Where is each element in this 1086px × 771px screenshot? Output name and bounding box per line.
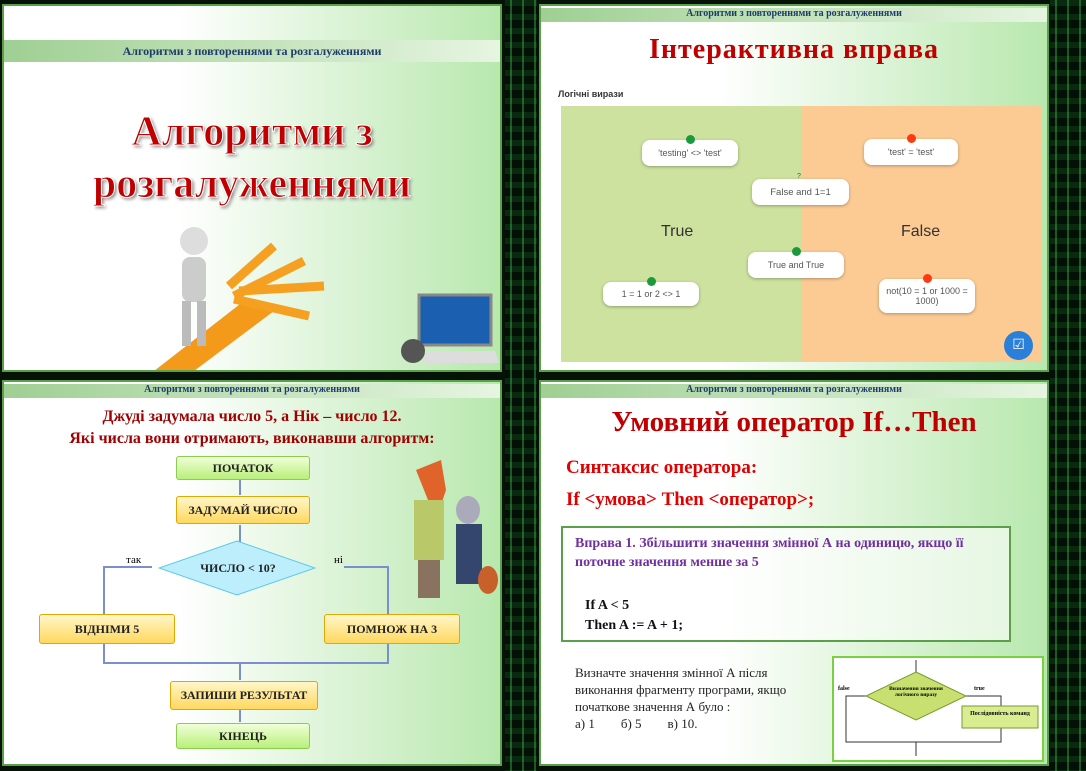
diagram-true-label: true <box>974 686 985 692</box>
slide-band: Алгоритми з повтореннями та розгалуження… <box>4 40 500 62</box>
slide-title: Алгоритми з розгалуженнями <box>4 106 500 210</box>
question: Визначте значення змінної А після викона… <box>575 664 815 732</box>
card-text: 'testing' <> 'test' <box>658 148 722 158</box>
title-line: розгалуженнями <box>92 161 412 208</box>
computer-gears-illustration <box>401 293 499 363</box>
task-text: Джуді задумала число 5, а Нік – число 12… <box>4 406 500 450</box>
expression-card[interactable]: not(10 = 1 or 1000 = 1000) <box>879 274 975 313</box>
correct-indicator <box>686 135 695 144</box>
slide-title: Умовний оператор If…Then <box>611 406 977 438</box>
flow-no-action: ПОМНОЖ НА 3 <box>324 614 460 644</box>
exercise-text: Вправа 1. Збільшити значення змінної А н… <box>575 536 964 570</box>
slide-band: Алгоритми з повтореннями та розгалуження… <box>4 384 500 398</box>
correct-indicator <box>792 247 801 256</box>
syntax: If <умова> Then <оператор>; <box>566 489 815 510</box>
expression-card[interactable]: ? False and 1=1 <box>752 173 849 205</box>
zootopia-characters-illustration <box>414 460 498 598</box>
drag-sort-activity[interactable]: True False 'testing' <> 'test' 'test' = … <box>561 106 1041 362</box>
diagram-false-label: false <box>838 686 850 692</box>
slide-band: Алгоритми з повтореннями та розгалуження… <box>541 8 1047 22</box>
expression-card[interactable]: 'testing' <> 'test' <box>642 135 738 166</box>
code-line: If A < 5 <box>585 598 630 613</box>
diagram-connectors <box>845 660 1039 756</box>
expression-card[interactable]: True and True <box>748 247 844 278</box>
panel-title: Логічні вирази <box>558 89 624 99</box>
yes-label: так <box>126 554 142 566</box>
correct-indicator <box>647 277 656 286</box>
flow-end: КІНЕЦЬ <box>176 723 310 749</box>
no-label: ні <box>334 554 343 566</box>
unplaced-marker: ? <box>797 173 801 180</box>
exercise-box: Вправа 1. Збільшити значення змінної А н… <box>561 526 1011 642</box>
flow-input: ЗАДУМАЙ ЧИСЛО <box>176 496 310 524</box>
if-then-diagram: Визначення значення логічного виразу fal… <box>832 656 1044 762</box>
flow-start: ПОЧАТОК <box>176 456 310 480</box>
check-icon: ☑ <box>1012 338 1025 353</box>
card-text: 'test' = 'test' <box>887 147 935 157</box>
thinking-man-crossroads-illustration <box>155 227 325 370</box>
slide-band: Алгоритми з повтореннями та розгалуження… <box>541 384 1047 398</box>
diagram-action: Послідовність команд <box>970 711 1030 717</box>
flowchart-connectors <box>103 479 389 722</box>
slide-1[interactable]: Алгоритми з повтореннями та розгалуження… <box>2 4 502 372</box>
question-text: Визначте значення змінної А після викона… <box>575 665 787 714</box>
syntax-label: Синтаксис оператора: <box>566 457 758 478</box>
answer-options: а) 1 б) 5 в) 10. <box>575 716 698 731</box>
card-text: False and 1=1 <box>770 186 831 198</box>
slide-4[interactable]: Алгоритми з повтореннями та розгалуження… <box>539 380 1049 766</box>
title-line: Алгоритми з <box>131 109 373 156</box>
card-text: not(10 = 1 or 1000 = 1000) <box>886 286 968 306</box>
card-text: True and True <box>767 260 825 270</box>
flow-output: ЗАПИШИ РЕЗУЛЬТАТ <box>170 681 318 710</box>
flow-condition: ЧИСЛО < 10? <box>200 560 276 575</box>
matrix-background <box>505 0 537 771</box>
diagram-condition: Визначення значення логічного виразу <box>889 686 943 698</box>
slide-3[interactable]: Алгоритми з повтореннями та розгалуження… <box>2 380 502 766</box>
expression-card[interactable]: 'test' = 'test' <box>864 134 958 165</box>
slide-2[interactable]: Алгоритми з повтореннями та розгалуження… <box>539 4 1049 372</box>
task-line: Джуді задумала число 5, а Нік – число 12… <box>102 408 402 425</box>
code-block: If A < 5 Then A := A + 1; <box>585 596 683 636</box>
matrix-background <box>1050 0 1086 771</box>
expression-card[interactable]: 1 = 1 or 2 <> 1 <box>603 277 699 306</box>
card-text: 1 = 1 or 2 <> 1 <box>621 289 681 299</box>
check-button[interactable]: ☑ <box>1004 331 1033 360</box>
false-label: False <box>901 223 941 240</box>
code-line: Then A := A + 1; <box>585 618 684 633</box>
flow-yes-action: ВІДНІМИ 5 <box>39 614 175 644</box>
wrong-indicator <box>923 274 932 283</box>
true-label: True <box>661 223 694 240</box>
wrong-indicator <box>907 134 916 143</box>
task-line: Які числа вони отримають, виконавши алго… <box>69 430 435 447</box>
flow-condition-shape <box>158 540 316 596</box>
slide-title: Інтерактивна вправа <box>648 34 939 65</box>
